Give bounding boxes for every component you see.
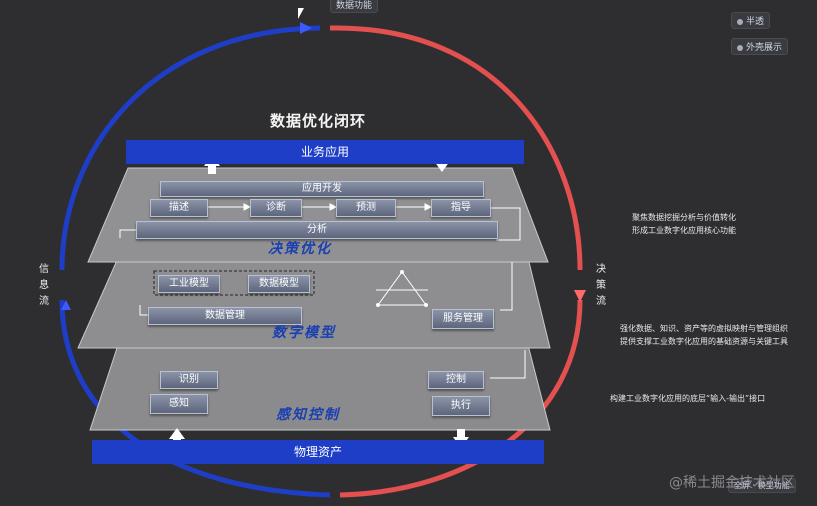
note-line: 提供支撑工业数字化应用的基础资源与关键工具	[620, 337, 788, 346]
decision-flow-label: 决 策 流	[595, 262, 607, 310]
data-model-box[interactable]: 数据模型	[248, 275, 310, 293]
step-predict[interactable]: 预测	[336, 199, 396, 217]
step-describe[interactable]: 描述	[150, 199, 208, 217]
mouse-cursor-icon	[298, 8, 304, 19]
data-function-tab[interactable]: 数据功能	[330, 0, 379, 13]
note-line: 构建工业数字化应用的底层“输入-输出”接口	[610, 394, 766, 403]
down-arrow-icon	[453, 429, 469, 448]
diagram-title: 数据优化闭环	[270, 112, 367, 130]
decision-note: 聚焦数据挖掘分析与价值转化 形成工业数字化应用核心功能	[632, 211, 736, 237]
decision-flow-arrowhead	[574, 290, 586, 302]
perception-layer-label: 感知控制	[276, 407, 340, 423]
fullscreen-button[interactable]: 全屏 · 模型功能	[728, 478, 796, 493]
toggle-label: 外壳展示	[746, 43, 783, 53]
toggle-label: 半透	[746, 17, 765, 27]
info-flow-arrowhead-up	[61, 300, 71, 310]
perception-note: 构建工业数字化应用的底层“输入-输出”接口	[610, 392, 765, 405]
recognize-box[interactable]: 识别	[160, 371, 218, 389]
digital-note: 强化数据、知识、资产等的虚拟映射与管理组织 提供支撑工业数字化应用的基础资源与关…	[620, 322, 788, 348]
note-line: 聚焦数据挖掘分析与价值转化	[632, 213, 736, 222]
control-box[interactable]: 控制	[428, 371, 484, 389]
step-guide[interactable]: 指导	[431, 199, 491, 217]
note-line: 形成工业数字化应用核心功能	[632, 226, 736, 235]
business-app-bar: 业务应用	[126, 140, 524, 164]
physical-asset-bar: 物理资产	[92, 440, 544, 464]
digital-layer-label: 数字模型	[272, 325, 336, 341]
analysis-box[interactable]: 分析	[136, 221, 498, 239]
toggle-dot-icon	[737, 44, 743, 51]
industrial-model-box[interactable]: 工业模型	[158, 275, 220, 293]
data-management-box[interactable]: 数据管理	[148, 307, 302, 325]
toggle-dot-icon	[737, 18, 743, 25]
decision-layer-label: 决策优化	[268, 241, 332, 257]
decision-flow-arc-top	[329, 25, 583, 271]
semi-transparent-toggle[interactable]: 半透	[731, 12, 771, 29]
triangle-icon	[377, 271, 427, 306]
info-flow-char: 信	[39, 264, 49, 275]
execute-box[interactable]: 执行	[432, 396, 490, 416]
watermark-text: @稀土掘金技术社区	[669, 475, 795, 491]
info-flow-char: 流	[39, 296, 49, 307]
info-flow-arc-top	[59, 25, 321, 271]
model-group-outline	[153, 270, 315, 296]
app-dev-box[interactable]: 应用开发	[160, 181, 484, 197]
sense-box[interactable]: 感知	[150, 394, 208, 414]
note-line: 强化数据、知识、资产等的虚拟映射与管理组织	[620, 324, 788, 333]
decision-flow-char: 决	[596, 264, 606, 275]
decision-flow-char: 策	[596, 280, 606, 291]
info-flow-char: 息	[39, 280, 49, 291]
info-flow-label: 信 息 流	[38, 262, 50, 310]
decision-flow-char: 流	[596, 296, 606, 307]
info-flow-arrowhead	[300, 22, 312, 34]
step-diagnose[interactable]: 诊断	[250, 199, 302, 217]
up-arrow-icon	[204, 155, 220, 174]
service-management-box[interactable]: 服务管理	[432, 309, 494, 329]
shell-display-toggle[interactable]: 外壳展示	[731, 38, 789, 55]
